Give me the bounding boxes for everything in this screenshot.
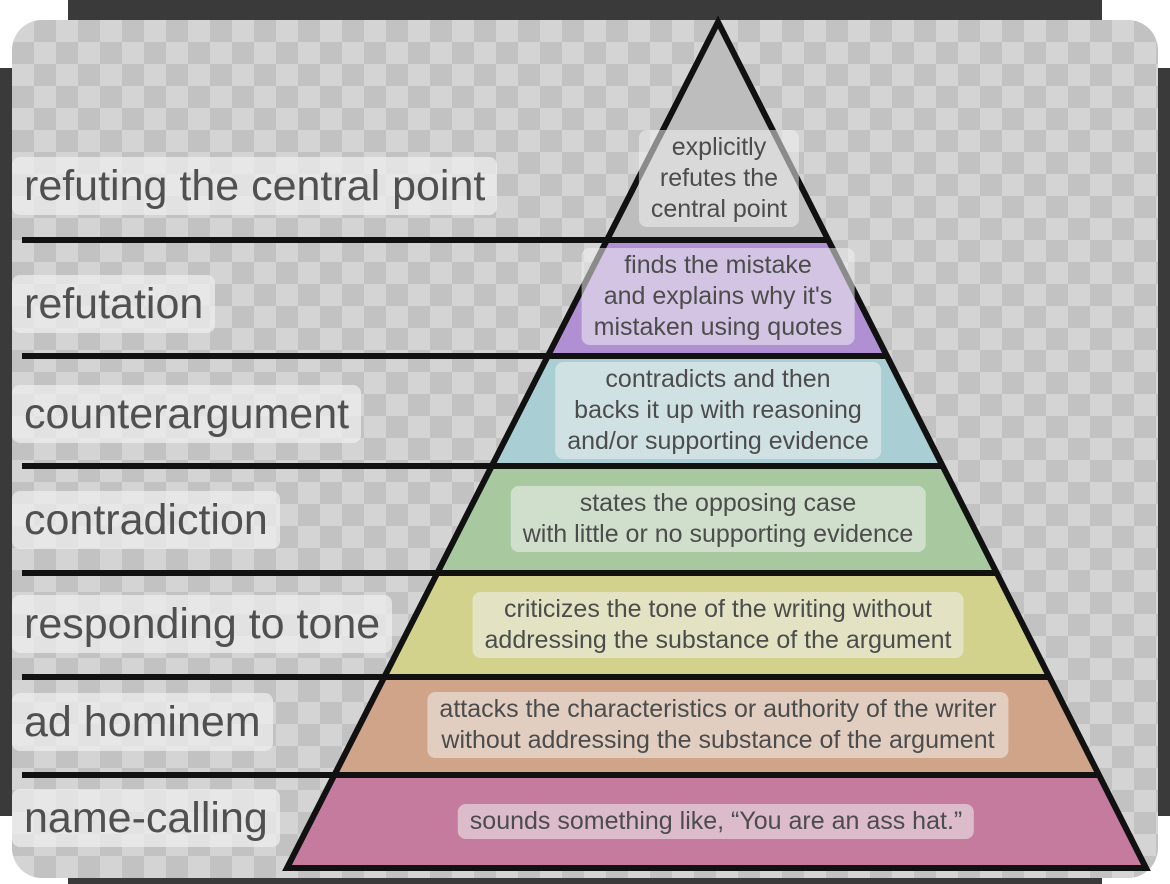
level-label-counterargument: counterargument xyxy=(12,385,362,443)
description-line: central point xyxy=(650,195,788,223)
level-description-counterargument: contradicts and then backs it up with re… xyxy=(555,362,881,459)
description-line: and explains why it's xyxy=(603,282,833,310)
description-line: addressing the substance of the argument xyxy=(484,626,952,654)
level-description-contradiction: states the opposing case with little or … xyxy=(510,486,926,552)
level-description-responding-to-tone: criticizes the tone of the writing witho… xyxy=(472,592,964,658)
description-line: and/or supporting evidence xyxy=(567,427,869,455)
level-label-name-calling: name-calling xyxy=(12,789,280,847)
description-line: sounds something like, “You are an ass h… xyxy=(469,807,963,835)
description-line: refutes the xyxy=(659,164,779,192)
description-line: contradicts and then xyxy=(605,365,831,393)
description-line: finds the mistake xyxy=(624,251,812,279)
pyramid-outline xyxy=(282,15,1151,871)
level-description-name-calling: sounds something like, “You are an ass h… xyxy=(457,804,975,839)
level-label-ad-hominem: ad hominem xyxy=(12,693,273,751)
level-label-refutation: refutation xyxy=(12,275,216,333)
description-line: with little or no supporting evidence xyxy=(522,520,914,548)
level-description-ad-hominem: attacks the characteristics or authority… xyxy=(427,692,1009,758)
description-line: explicitly xyxy=(671,133,767,161)
description-line: criticizes the tone of the writing witho… xyxy=(504,595,932,623)
description-line: attacks the characteristics or authority… xyxy=(439,695,997,723)
level-label-contradiction: contradiction xyxy=(12,491,280,549)
description-line: mistaken using quotes xyxy=(593,313,843,341)
level-label-refuting-central-point: refuting the central point xyxy=(12,157,498,215)
level-label-responding-to-tone: responding to tone xyxy=(12,595,393,653)
description-line: states the opposing case xyxy=(579,489,857,517)
description-line: backs it up with reasoning xyxy=(574,396,862,424)
description-line: without addressing the substance of the … xyxy=(441,726,995,754)
level-description-refuting-central-point: explicitly refutes the central point xyxy=(638,130,800,227)
level-description-refutation: finds the mistake and explains why it's … xyxy=(581,248,855,345)
